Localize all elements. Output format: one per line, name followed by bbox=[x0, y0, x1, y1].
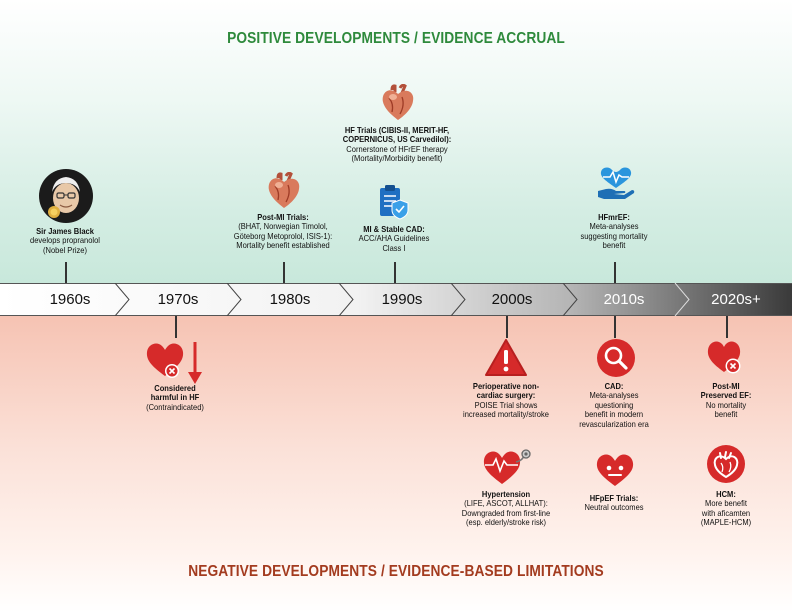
positive-section-title: POSITIVE DEVELOPMENTS / EVIDENCE ACCRUAL bbox=[227, 30, 565, 47]
event-desc-line: Downgraded from first-line bbox=[461, 507, 551, 518]
event-perioperative-surgery: Perioperative non- cardiac surgery: POIS… bbox=[452, 381, 560, 420]
decade-1960s: 1960s bbox=[49, 291, 91, 308]
portrait-icon bbox=[39, 169, 93, 223]
negative-background bbox=[0, 316, 792, 612]
event-mi-stable-cad: MI & Stable CAD: ACC/AHA Guidelines Clas… bbox=[349, 224, 439, 253]
event-desc-line: More benefit bbox=[705, 498, 747, 509]
event-title: HCM: bbox=[716, 489, 736, 499]
event-desc-line: Meta-analyses bbox=[589, 390, 639, 401]
event-title: Post-MI Trials: bbox=[257, 212, 309, 222]
event-desc-line: ACC/AHA Guidelines bbox=[358, 233, 430, 244]
heart-x-down-arrow-icon bbox=[146, 342, 202, 384]
positive-background bbox=[0, 0, 792, 283]
event-desc-line: (Nobel Prize) bbox=[43, 244, 87, 255]
event-hypertension: Hypertension (LIFE, ASCOT, ALLHAT): Down… bbox=[452, 489, 560, 528]
event-hcm: HCM: More benefit with aficamten (MAPLE-… bbox=[681, 489, 771, 528]
event-title: HFpEF Trials: bbox=[589, 493, 639, 503]
event-desc-line: revascularization era bbox=[579, 418, 649, 429]
event-desc-line: Class I bbox=[382, 242, 406, 253]
event-desc-line: POISE Trial shows bbox=[474, 399, 538, 410]
event-desc-line: develops propranolol bbox=[29, 235, 100, 246]
event-desc-line: questioning bbox=[594, 399, 634, 410]
event-desc-line: (LIFE, ASCOT, ALLHAT): bbox=[464, 498, 548, 509]
heart-pulse-stethoscope-icon bbox=[483, 449, 531, 484]
decade-2020s: 2020s+ bbox=[711, 291, 761, 308]
event-title-line: harmful in HF bbox=[150, 392, 200, 403]
event-title: CAD: bbox=[604, 381, 624, 391]
negative-section-title: NEGATIVE DEVELOPMENTS / EVIDENCE-BASED L… bbox=[188, 563, 604, 580]
event-desc-line: benefit bbox=[714, 409, 738, 420]
event-desc-line: (Mortality/Morbidity benefit) bbox=[351, 153, 443, 164]
event-desc-line: Mortality benefit established bbox=[236, 240, 330, 251]
event-title-line: Perioperative non- bbox=[472, 381, 540, 391]
event-desc-line: (Contraindicated) bbox=[146, 401, 204, 412]
event-title: MI & Stable CAD: bbox=[363, 224, 425, 234]
event-post-mi-trials: Post-MI Trials: (BHAT, Norwegian Timolol… bbox=[225, 212, 342, 251]
event-desc-line: (BHAT, Norwegian Timolol, bbox=[238, 221, 328, 232]
event-title-line: Considered bbox=[154, 383, 196, 393]
event-desc-line: benefit bbox=[602, 240, 626, 251]
connector-2020s bbox=[726, 316, 728, 338]
event-desc-line: Cornerstone of HFrEF therapy bbox=[346, 143, 448, 154]
event-title-line: HF Trials (CIBIS-II, MERIT-HF, bbox=[344, 125, 450, 135]
event-hfpef-trials: HFpEF Trials: Neutral outcomes bbox=[569, 493, 659, 513]
event-post-mi-preserved-ef: Post-MI Preserved EF: No mortality benef… bbox=[681, 381, 771, 420]
event-title-line: cardiac surgery: bbox=[476, 390, 536, 401]
connector-2010s-top bbox=[614, 262, 616, 283]
event-title: Hypertension bbox=[481, 489, 531, 499]
heart-anatomy-icon bbox=[268, 172, 300, 208]
event-considered-harmful-hf: Considered harmful in HF (Contraindicate… bbox=[130, 383, 220, 412]
decade-1970s: 1970s bbox=[157, 291, 199, 308]
heart-anatomy-icon bbox=[382, 84, 414, 120]
event-desc-line: increased mortality/stroke bbox=[463, 409, 549, 420]
event-desc-line: Meta-analyses bbox=[589, 221, 639, 232]
event-desc-line: Neutral outcomes bbox=[584, 502, 644, 513]
clipboard-shield-icon bbox=[380, 185, 409, 220]
event-title: HFmrEF: bbox=[598, 212, 630, 222]
event-title: Sir James Black bbox=[36, 226, 94, 236]
decade-1980s: 1980s bbox=[269, 291, 311, 308]
heart-x-icon bbox=[707, 341, 741, 374]
connector-2010s-bottom bbox=[614, 316, 616, 338]
event-title-line: COPERNICUS, US Carvedilol): bbox=[342, 134, 452, 145]
event-desc-line: (esp. elderly/stroke risk) bbox=[465, 517, 546, 528]
event-title-line: Preserved EF: bbox=[700, 390, 752, 401]
timeline: 1960s 1970s 1980s 1990s 2000s 2010s 2020… bbox=[0, 283, 792, 316]
event-sir-james-black: Sir James Black develops propranolol (No… bbox=[20, 226, 110, 255]
decade-2010s: 2010s bbox=[603, 291, 645, 308]
connector-1980s bbox=[283, 262, 285, 283]
neutral-heart-icon bbox=[596, 454, 634, 486]
event-title-line: Post-MI bbox=[712, 381, 740, 391]
decade-2000s: 2000s bbox=[491, 291, 533, 308]
connector-2000s bbox=[506, 316, 508, 338]
magnifier-icon bbox=[597, 339, 635, 377]
event-desc-line: with aficamten bbox=[701, 507, 751, 518]
heart-anatomy-icon bbox=[707, 445, 745, 483]
warning-triangle-icon bbox=[485, 339, 527, 376]
event-hfmref: HFmrEF: Meta-analyses suggesting mortali… bbox=[569, 212, 659, 251]
connector-1990s bbox=[394, 262, 396, 283]
event-desc-line: suggesting mortality bbox=[580, 230, 648, 241]
event-desc-line: No mortality bbox=[705, 399, 747, 410]
event-hf-trials: HF Trials (CIBIS-II, MERIT-HF, COPERNICU… bbox=[330, 125, 465, 164]
event-desc-line: Göteborg Metoprolol, ISIS-1): bbox=[233, 230, 333, 241]
event-cad: CAD: Meta-analyses questioning benefit i… bbox=[567, 381, 661, 429]
event-desc-line: (MAPLE-HCM) bbox=[700, 517, 752, 528]
decade-1990s: 1990s bbox=[381, 291, 423, 308]
hand-heart-pulse-icon bbox=[598, 167, 635, 199]
connector-1970s bbox=[175, 316, 177, 338]
timeline-arrows bbox=[0, 283, 792, 316]
connector-1960s bbox=[65, 262, 67, 283]
event-desc-line: benefit in modern bbox=[584, 409, 644, 420]
